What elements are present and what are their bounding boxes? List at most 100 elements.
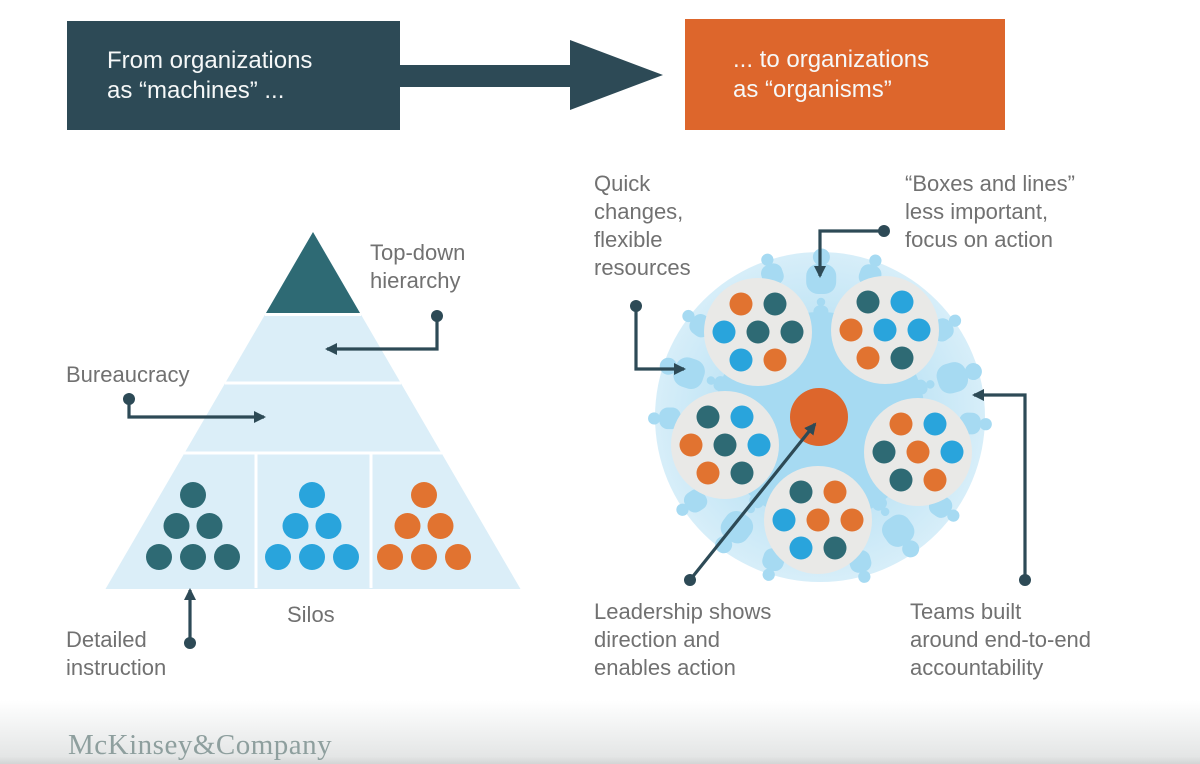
team-member-dot xyxy=(889,412,913,436)
silo-dot xyxy=(333,544,359,570)
arrow-top-down-hierarchy xyxy=(325,310,443,355)
silo-dot xyxy=(411,544,437,570)
person-head xyxy=(715,536,733,554)
team-member-dot xyxy=(806,508,830,532)
team-member-dot xyxy=(772,508,796,532)
team-member-dot xyxy=(923,412,947,436)
team-member-dot xyxy=(889,468,913,492)
person-body xyxy=(720,510,754,544)
team-member-dot xyxy=(872,440,896,464)
annotation-arrows xyxy=(123,225,1031,649)
mckinsey-logo: McKinsey&Company xyxy=(68,729,333,761)
person-figure xyxy=(813,297,829,321)
team-member-dot xyxy=(729,348,753,372)
person-body xyxy=(806,263,837,295)
label-top-down-hierarchy: Top-down hierarchy xyxy=(370,240,466,293)
header-to-text: ... to organizations as “organisms” xyxy=(733,45,930,103)
team-member-dot xyxy=(679,433,703,457)
person-head xyxy=(761,253,774,266)
person-head xyxy=(979,418,992,431)
person-head xyxy=(869,254,882,267)
label-teams-built: Teams built around end-to-end accountabi… xyxy=(910,599,1092,680)
team-member-dot xyxy=(907,318,931,342)
silo-dot xyxy=(180,544,206,570)
person-body xyxy=(683,489,708,513)
silo-dot xyxy=(265,544,291,570)
team-member-dot xyxy=(713,433,737,457)
person-head xyxy=(682,309,695,323)
silo-dot xyxy=(394,513,421,539)
person-head xyxy=(925,380,935,389)
pyramid xyxy=(105,232,521,589)
person-head xyxy=(816,297,826,307)
arrow-boxes-and-lines xyxy=(814,225,890,278)
silo-dot xyxy=(427,513,454,539)
silo-dot xyxy=(315,513,342,539)
arrow-bureaucracy xyxy=(123,393,266,423)
transition-arrow xyxy=(400,40,663,110)
label-detailed-instruction: Detailed instruction xyxy=(66,627,167,680)
organism xyxy=(648,248,992,583)
person-body xyxy=(882,514,915,547)
team-circle-group xyxy=(864,398,972,506)
team-member-dot xyxy=(696,461,720,485)
person-figure xyxy=(882,514,920,558)
silo-dot xyxy=(299,544,325,570)
person-head xyxy=(964,363,982,381)
silo-dot xyxy=(146,544,172,570)
person-head xyxy=(676,503,689,516)
person-figure xyxy=(676,489,708,516)
label-leadership: Leadership shows direction and enables a… xyxy=(594,599,772,680)
team-member-dot xyxy=(856,290,880,314)
label-boxes-and-lines: “Boxes and lines” less important, focus … xyxy=(905,171,1075,252)
pyramid-top-cap xyxy=(266,232,360,313)
silo-dot xyxy=(282,513,309,539)
arrow-quick-changes xyxy=(630,300,686,375)
team-member-dot xyxy=(940,440,964,464)
team-member-dot xyxy=(823,536,847,560)
person-figure xyxy=(911,379,935,396)
person-body xyxy=(713,376,730,392)
team-member-dot xyxy=(729,292,753,316)
team-member-dot xyxy=(873,318,897,342)
team-member-dot xyxy=(906,440,930,464)
person-head xyxy=(762,568,775,581)
arrow-detailed-instruction xyxy=(184,588,196,649)
label-bureaucracy: Bureaucracy xyxy=(66,362,190,387)
team-member-dot xyxy=(730,461,754,485)
footer-gradient-band xyxy=(0,700,1200,764)
team-member-dot xyxy=(890,346,914,370)
person-figure xyxy=(870,494,890,517)
arrow-teams-built xyxy=(972,389,1031,586)
silo-group xyxy=(265,482,359,570)
person-figure xyxy=(936,362,982,394)
team-member-dot xyxy=(763,348,787,372)
team-member-dot xyxy=(730,405,754,429)
person-head xyxy=(948,314,962,327)
team-member-dot xyxy=(789,536,813,560)
person-body xyxy=(936,362,969,394)
silo-dot xyxy=(163,513,190,539)
team-member-dot xyxy=(780,320,804,344)
header-to-box: ... to organizations as “organisms” xyxy=(685,19,1005,130)
person-body xyxy=(749,491,766,509)
team-member-dot xyxy=(923,468,947,492)
team-member-dot xyxy=(890,290,914,314)
person-body xyxy=(813,305,829,321)
team-member-dot xyxy=(840,508,864,532)
silo-dot xyxy=(214,544,240,570)
team-circle-group xyxy=(671,391,779,499)
team-member-dot xyxy=(746,320,770,344)
header-from-box: From organizations as “machines” ... xyxy=(67,21,400,130)
silo-group xyxy=(377,482,471,570)
person-body xyxy=(870,494,887,511)
label-quick-changes: Quick changes, flexible resources xyxy=(594,171,691,280)
team-member-dot xyxy=(696,405,720,429)
silo-dot xyxy=(299,482,325,508)
leader-circle xyxy=(790,388,848,446)
team-member-dot xyxy=(763,292,787,316)
team-member-dot xyxy=(823,480,847,504)
person-head xyxy=(947,509,960,522)
